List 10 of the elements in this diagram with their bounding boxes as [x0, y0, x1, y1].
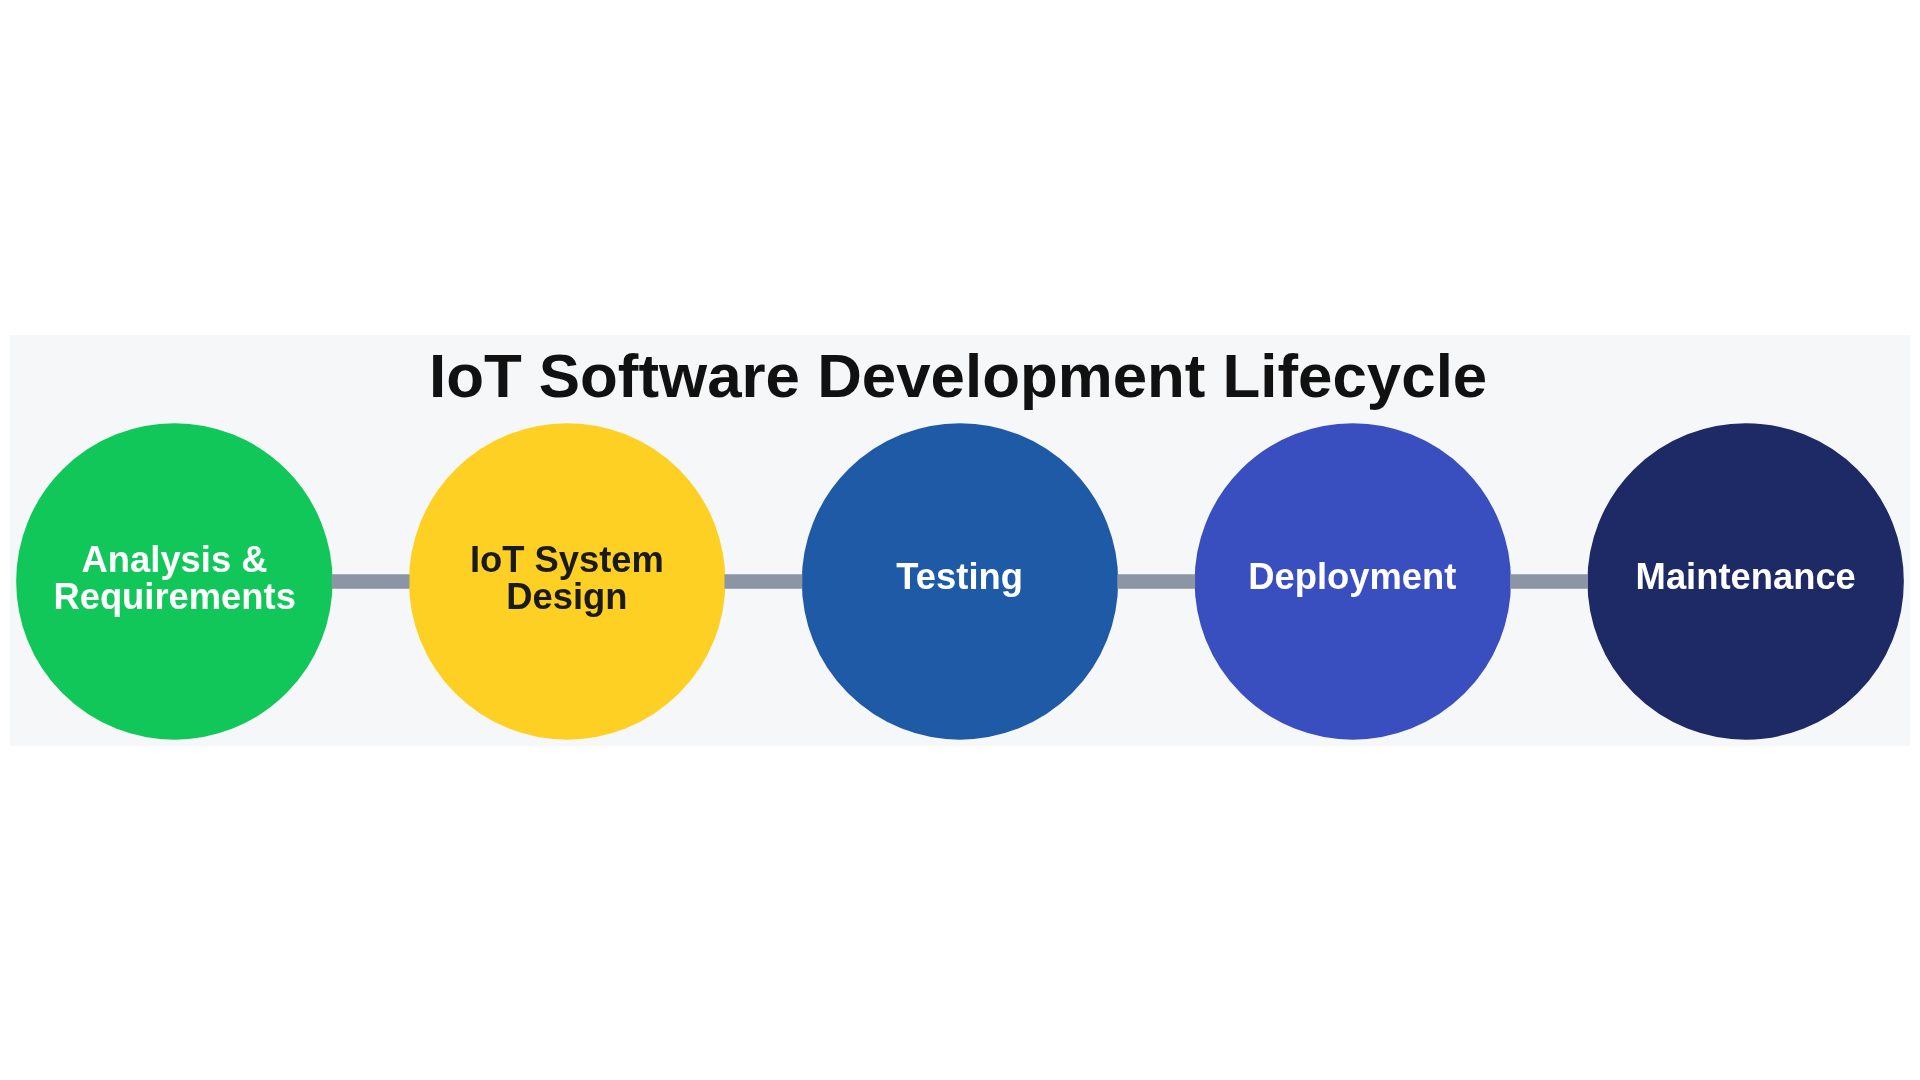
node-circle: Maintenance [1587, 422, 1904, 740]
connector [1117, 573, 1196, 589]
node-circle: IoT System Design [408, 422, 726, 740]
connector [331, 573, 410, 589]
node-circle: Analysis & Requirements [16, 422, 333, 740]
diagram-title: IoT Software Development Lifecycle [428, 340, 1488, 410]
connector [724, 573, 803, 589]
node-circle: Testing [801, 422, 1119, 740]
connector [1510, 573, 1588, 589]
node-circle: Deployment [1194, 422, 1512, 740]
